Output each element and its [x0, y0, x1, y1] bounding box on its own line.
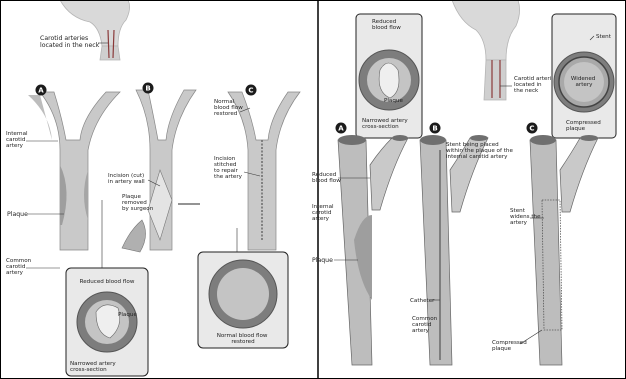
head-illustration-right — [452, 0, 520, 100]
svg-text:C: C — [529, 125, 534, 133]
label-stent-placed: Stent being placed within the plaque of … — [446, 142, 515, 160]
label-plaque-removed: Plaque removed by surgeon — [122, 194, 154, 212]
inset-left-right-panel: Reduced blood flow Plaque Narrowed arter… — [356, 14, 422, 138]
label-plaque-left: Plaque — [7, 211, 28, 218]
label-reduced-flow-right: Reduced blood flow — [312, 172, 341, 184]
label-internal-carotid-right: Internal carotid artery — [312, 204, 335, 222]
inset-left-plaque: Plaque — [384, 98, 403, 104]
head-label-left: Carotid arteries located in the neck — [40, 35, 100, 49]
step-badge-right-b: B — [430, 123, 441, 134]
label-internal-carotid-left: Internal carotid artery — [6, 131, 29, 149]
svg-text:A: A — [38, 87, 44, 95]
label-catheter: Catheter — [410, 298, 435, 304]
svg-text:A: A — [338, 125, 344, 133]
artery-a-left — [28, 92, 120, 250]
cross-section-a-plaque-label: Plaque — [118, 312, 137, 318]
inset-right-right-panel: Stent Widened artery Compressed plaque — [552, 14, 616, 138]
label-plaque-right: Plaque — [312, 257, 333, 264]
right-panel: Carotid arteries located in the neck Red… — [312, 0, 616, 365]
label-common-carotid-left: Common carotid artery — [6, 258, 33, 276]
cross-section-box-a: Reduced blood flow Plaque Narrowed arter… — [66, 268, 148, 376]
svg-text:C: C — [248, 87, 253, 95]
step-badge-left-c: C — [246, 85, 257, 96]
inset-right-stent-label: Stent — [596, 34, 612, 40]
label-incision-cut: Incision (cut) in artery wall — [108, 173, 146, 185]
svg-text:B: B — [432, 125, 437, 133]
step-badge-right-a: A — [336, 123, 347, 134]
artery-b-right — [420, 135, 488, 365]
cross-section-box-c: Normal blood flow restored — [198, 252, 288, 348]
step-badge-left-b: B — [143, 83, 154, 94]
left-panel: Carotid arteries located in the neck A — [6, 0, 300, 376]
svg-text:B: B — [145, 85, 150, 93]
artery-b-left — [122, 90, 200, 252]
artery-a-right — [338, 135, 408, 365]
step-badge-left-a: A — [36, 85, 47, 96]
inset-left-title: Reduced blood flow — [372, 19, 401, 31]
step-badge-right-c: C — [527, 123, 538, 134]
head-illustration-left — [60, 0, 130, 60]
artery-c-right — [530, 135, 598, 365]
cross-section-a-title: Reduced blood flow — [80, 279, 135, 285]
label-incision-stitched: Incision stitched to repair the artery — [214, 156, 243, 180]
